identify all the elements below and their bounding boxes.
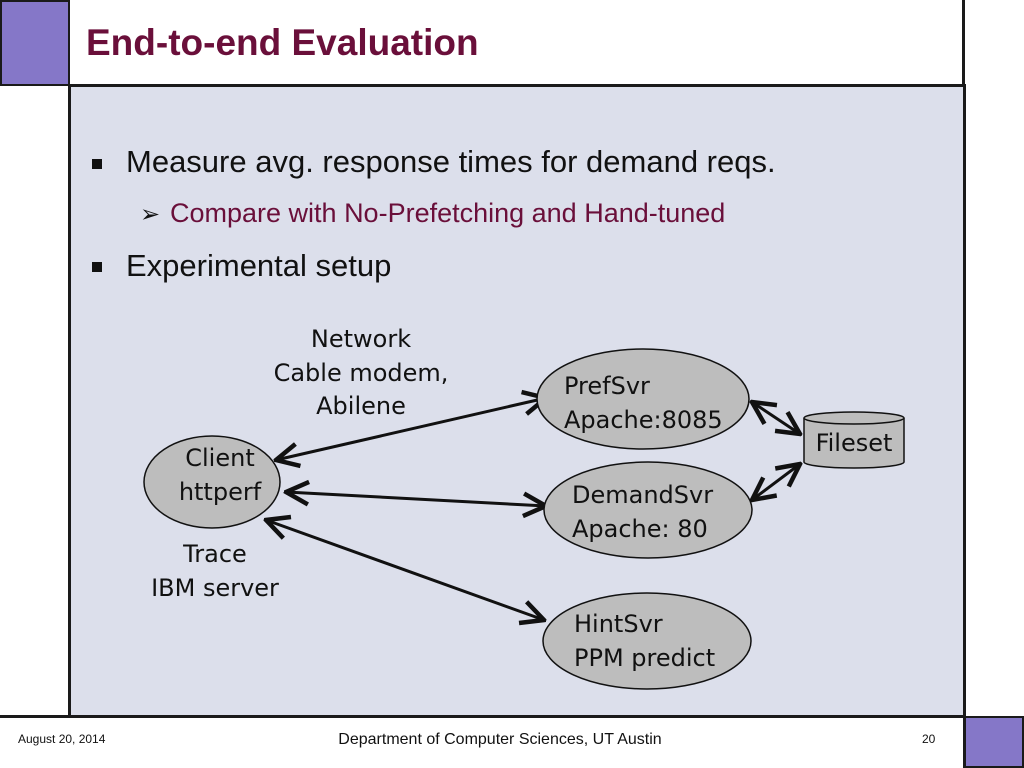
arrow-prefsvr-fileset (752, 402, 800, 434)
bullet-experimental-setup: Experimental setup (126, 248, 392, 283)
prefsvr-node (536, 348, 750, 450)
arrow-demandsvr-fileset (752, 464, 800, 500)
network-label-line-2: Cable modem, (274, 359, 449, 387)
fileset-label: Fileset (816, 429, 893, 457)
square-bullet-icon (92, 262, 102, 272)
network-label-line-3: Abilene (316, 392, 406, 420)
fileset-database-icon (803, 411, 905, 469)
footer-department: Department of Computer Sciences, UT Aust… (338, 731, 662, 748)
corner-accent-bottom-right (964, 716, 1024, 768)
frame-line-bottom (0, 715, 966, 718)
slide-title: End-to-end Evaluation (86, 22, 479, 63)
footer-page-number: 20 (922, 732, 936, 746)
frame-line-right (962, 0, 965, 86)
sub-bullet-compare: Compare with No-Prefetching and Hand-tun… (170, 198, 726, 228)
arrow-client-prefsvr (276, 398, 546, 460)
hintsvr-node (542, 592, 752, 690)
prefsvr-label-line-2: Apache:8085 (564, 406, 723, 434)
client-node (143, 435, 281, 529)
trace-label-line-1: Trace (182, 540, 247, 568)
title-area (70, 0, 964, 84)
client-label-line-1: Client (185, 444, 254, 472)
arrow-client-demandsvr (286, 492, 546, 506)
corner-accent-top-left (0, 0, 70, 86)
bullet-measure: Measure avg. response times for demand r… (126, 144, 776, 179)
prefsvr-label-line-1: PrefSvr (564, 372, 650, 400)
network-label-line-1: Network (311, 325, 411, 353)
square-bullet-icon (92, 159, 102, 169)
demandsvr-label-line-2: Apache: 80 (572, 515, 708, 543)
hintsvr-label-line-2: PPM predict (574, 644, 715, 672)
demandsvr-label-line-1: DemandSvr (572, 481, 713, 509)
arrow-bullet-icon: ➢ (140, 201, 161, 228)
client-label-line-2: httperf (179, 478, 262, 506)
demandsvr-node (543, 461, 753, 559)
trace-label-line-2: IBM server (151, 574, 279, 602)
arrow-client-hintsvr (266, 520, 544, 620)
hintsvr-label-line-1: HintSvr (574, 610, 663, 638)
footer-date: August 20, 2014 (18, 732, 106, 746)
